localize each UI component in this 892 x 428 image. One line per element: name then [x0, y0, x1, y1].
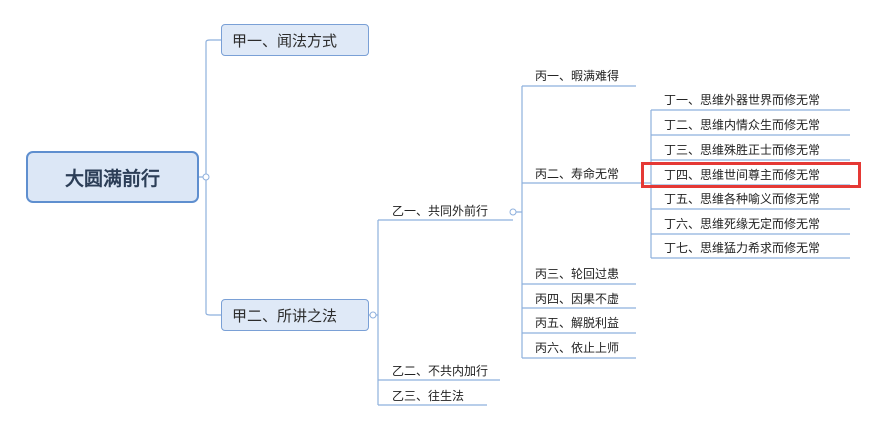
- topic-bing3[interactable]: 丙三、轮回过患: [535, 267, 620, 281]
- topic-yi2[interactable]: 乙二、不共内加行: [392, 364, 489, 378]
- topic-ding3[interactable]: 丁三、思维殊胜正士而修无常: [664, 143, 821, 157]
- topic-ding1[interactable]: 丁一、思维外器世界而修无常: [664, 93, 821, 107]
- topic-ding5[interactable]: 丁五、思维各种喻义而修无常: [664, 192, 821, 206]
- root-topic[interactable]: 大圆满前行: [26, 151, 199, 203]
- topic-bing6[interactable]: 丙六、依止上师: [535, 341, 620, 355]
- topic-ding2[interactable]: 丁二、思维内情众生而修无常: [664, 118, 821, 132]
- topic-bing4[interactable]: 丙四、因果不虚: [535, 292, 620, 306]
- topic-yi1[interactable]: 乙一、共同外前行: [392, 204, 489, 218]
- topic-ding7[interactable]: 丁七、思维猛力希求而修无常: [664, 241, 821, 255]
- topic-bing5[interactable]: 丙五、解脱利益: [535, 316, 620, 330]
- selection-highlight-box: [641, 162, 861, 188]
- topic-ding6[interactable]: 丁六、思维死缘无定而修无常: [664, 217, 821, 231]
- topic-jia2[interactable]: 甲二、所讲之法: [221, 299, 369, 331]
- topic-jia1[interactable]: 甲一、闻法方式: [221, 24, 369, 56]
- topic-yi3[interactable]: 乙三、往生法: [392, 389, 465, 403]
- topic-ding4[interactable]: 丁四、思维世间尊主而修无常: [664, 168, 821, 182]
- topic-bing2[interactable]: 丙二、寿命无常: [535, 167, 620, 181]
- topic-bing1[interactable]: 丙一、暇满难得: [535, 69, 620, 83]
